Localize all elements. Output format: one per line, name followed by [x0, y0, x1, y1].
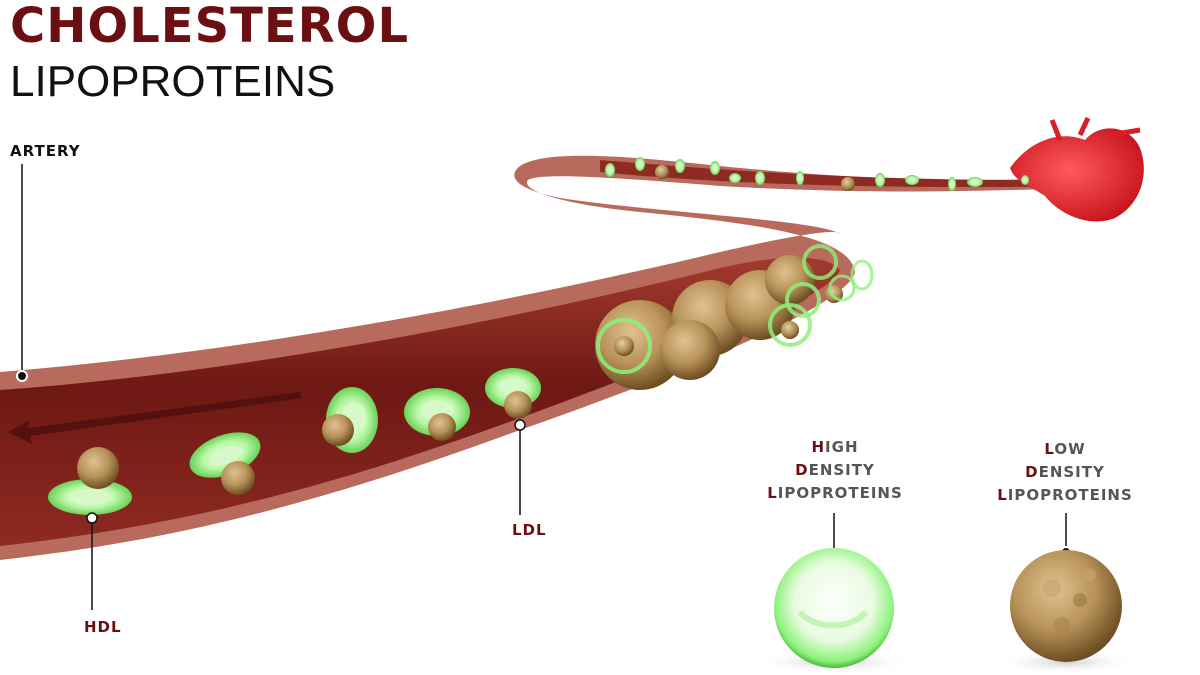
hdl-ldl-pair-3 [322, 387, 378, 453]
heart-icon [1010, 116, 1144, 222]
hdl-sphere [754, 548, 914, 674]
ldl-label: LDL [512, 521, 547, 539]
page-title: CHOLESTEROL [10, 0, 410, 54]
hdl-callout-dot [86, 512, 98, 524]
hdl-legend-line-2: DENSITY [760, 459, 910, 482]
ldl-legend-line-1: LOW [990, 438, 1140, 461]
ldl-legend-initial-2: D [1025, 463, 1039, 481]
hdl-ldl-pair-2 [189, 432, 261, 495]
ldl-legend-initial-3: L [997, 486, 1008, 504]
arrow-left-icon [8, 392, 302, 444]
hdl-legend-initial-2: D [795, 461, 809, 479]
ldl-legend-rest-3: IPOPROTEINS [1007, 486, 1133, 504]
ldl-legend-caption: LOW DENSITY LIPOPROTEINS [990, 438, 1140, 507]
lipoprotein-pairs [48, 368, 541, 515]
hdl-label: HDL [84, 618, 122, 636]
hdl-ldl-pair-1 [48, 447, 132, 515]
hdl-ldl-pair-5 [485, 368, 541, 419]
hdl-legend-initial-1: H [811, 438, 826, 456]
hdl-legend-line-3: LIPOPROTEINS [760, 482, 910, 505]
hdl-legend-rest-1: IGH [825, 438, 859, 456]
artery-lumen-upper [600, 160, 1080, 188]
ldl-legend-line-2: DENSITY [990, 461, 1140, 484]
small-cells-upper [605, 157, 1029, 191]
ldl-callout-dot [514, 419, 526, 431]
ldl-legend-rest-2: ENSITY [1038, 463, 1105, 481]
ldl-legend-line-3: LIPOPROTEINS [990, 484, 1140, 507]
plaque-cluster [595, 244, 874, 390]
artery-callout-dot [16, 370, 28, 382]
hdl-legend-rest-3: IPOPROTEINS [777, 484, 903, 502]
hdl-legend-rest-2: ENSITY [808, 461, 875, 479]
page-subtitle: LIPOPROTEINS [10, 57, 336, 106]
ldl-legend-initial-1: L [1044, 440, 1055, 458]
ldl-legend-rest-1: OW [1054, 440, 1086, 458]
ldl-sphere [996, 550, 1136, 674]
hdl-ldl-pair-4 [404, 388, 470, 441]
artery-label: ARTERY [10, 142, 81, 160]
hdl-legend-caption: HIGH DENSITY LIPOPROTEINS [760, 436, 910, 505]
hdl-legend-initial-3: L [767, 484, 778, 502]
hdl-legend-line-1: HIGH [760, 436, 910, 459]
